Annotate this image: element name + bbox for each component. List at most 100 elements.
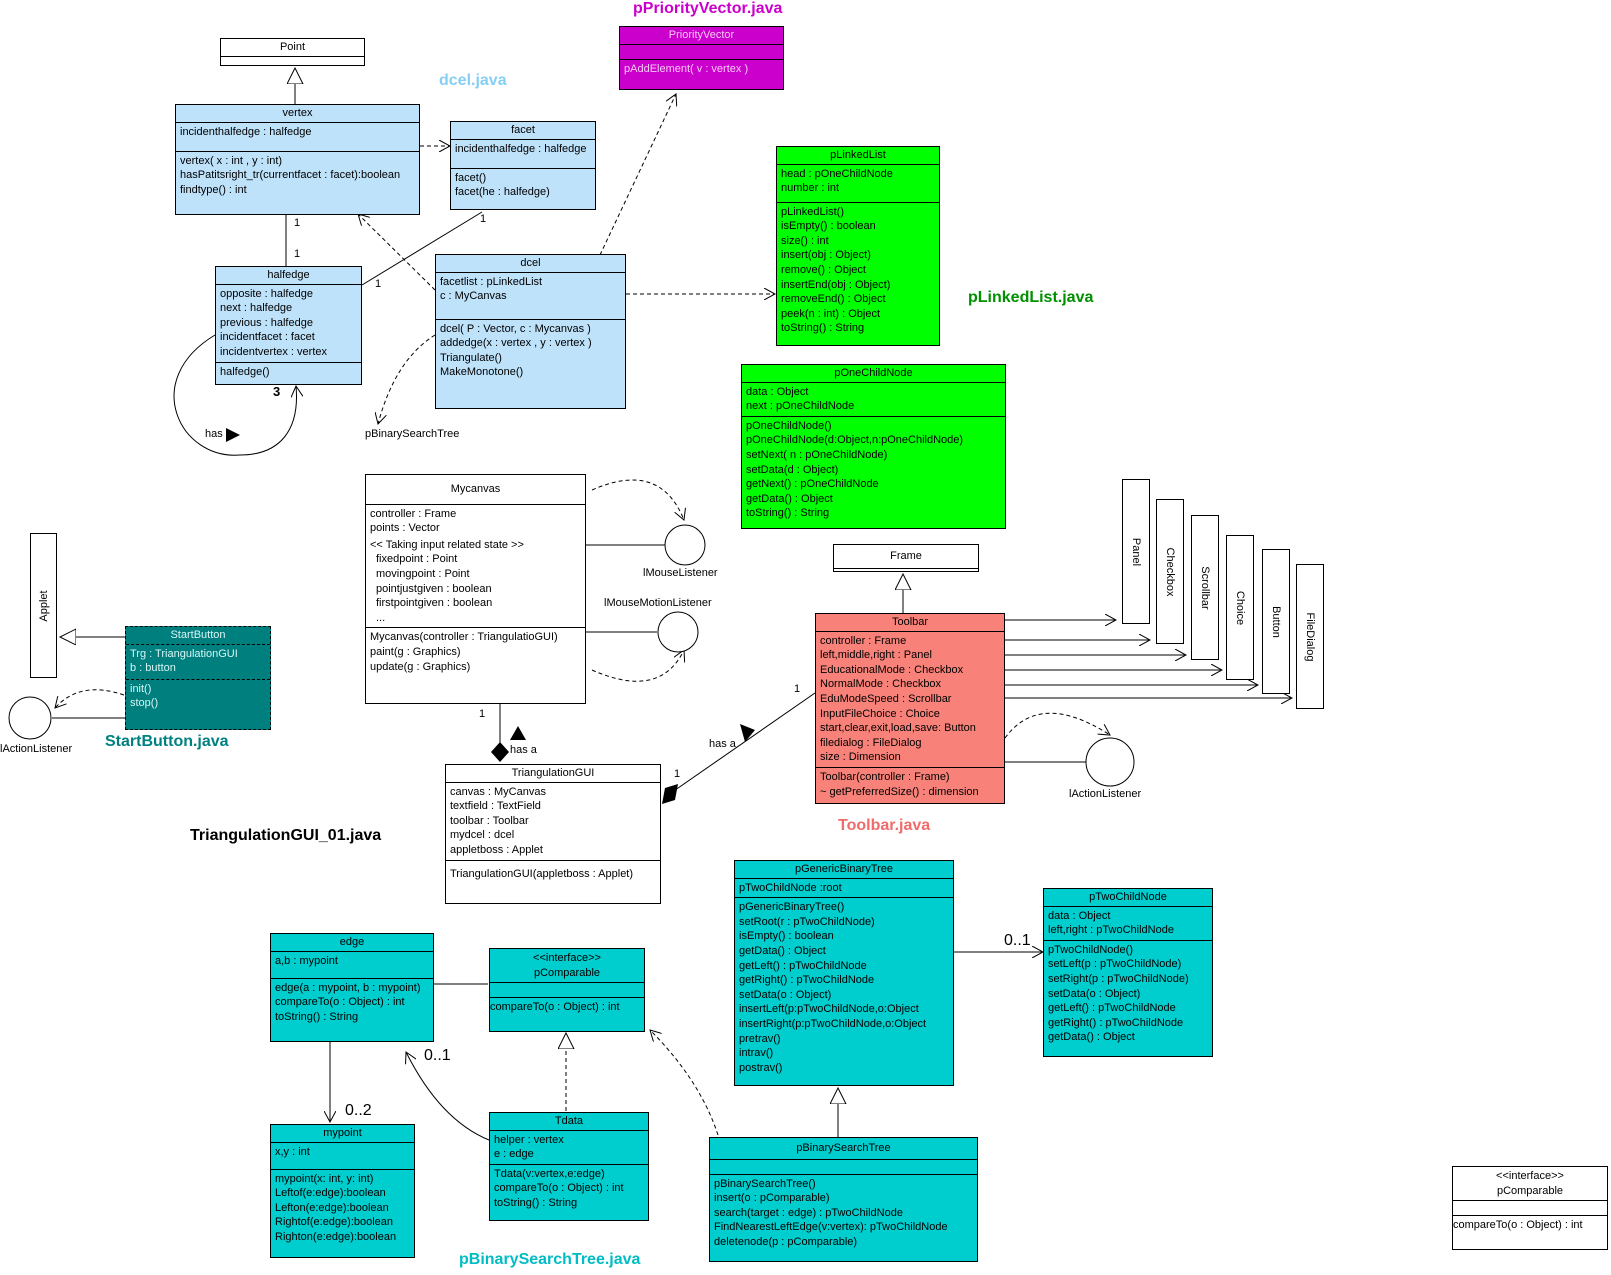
method: edge(a : mypoint, b : mypoint) bbox=[275, 981, 421, 994]
method: dcel( P : Vector, c : Mycanvas ) bbox=[440, 322, 591, 335]
attribute: EducationalMode : Checkbox bbox=[820, 663, 964, 676]
mult-vertex-halfedge-top: 1 bbox=[294, 217, 301, 229]
methods-section: pGenericBinaryTree()setRoot(r : pTwoChil… bbox=[735, 898, 953, 1077]
methods-section: compareTo(o : Object) : int bbox=[1453, 1216, 1607, 1235]
method: insertLeft(p:pTwoChildNode,o:Object bbox=[739, 1003, 919, 1016]
class-name: pComparable bbox=[1496, 1184, 1564, 1197]
class-point: Point bbox=[220, 38, 365, 66]
file-title-toolbar: Toolbar.java bbox=[838, 817, 931, 834]
class-name: Mycanvas bbox=[366, 475, 585, 505]
file-title-priority-vector: pPriorityVector.java bbox=[633, 0, 783, 17]
attribute: mydcel : dcel bbox=[450, 829, 515, 842]
awt-button: Button bbox=[1262, 549, 1290, 694]
method: isEmpty() : boolean bbox=[739, 930, 834, 943]
attribute: c : MyCanvas bbox=[440, 290, 507, 303]
awt-choice: Choice bbox=[1226, 535, 1254, 680]
method: compareTo(o : Object) : int bbox=[494, 1182, 624, 1195]
method: compareTo(o : Object) : int bbox=[490, 1001, 620, 1014]
class-name: pComparable bbox=[533, 966, 601, 979]
method: toString() : String bbox=[781, 322, 865, 335]
file-title-binary-search-tree: pBinarySearchTree.java bbox=[459, 1251, 641, 1268]
method: pGenericBinaryTree() bbox=[739, 901, 845, 914]
attributes-section: incidenthalfedge : halfedge bbox=[451, 140, 595, 169]
attribute: data : Object bbox=[1048, 909, 1111, 922]
method: deletenode(p : pComparable) bbox=[714, 1235, 858, 1248]
class-pcomparable-standalone: <<interface>> pComparable compareTo(o : … bbox=[1452, 1166, 1608, 1250]
attributes-section bbox=[490, 983, 644, 999]
attributes-section: controller : Frame left,middle,right : Pa… bbox=[816, 632, 1004, 768]
method: hasPatitsright_tr(currentfacet : facet):… bbox=[180, 169, 401, 182]
class-name: Frame bbox=[834, 545, 978, 569]
method: init() bbox=[130, 682, 152, 695]
method: setData(d : Object) bbox=[746, 463, 839, 476]
attribute: toolbar : Toolbar bbox=[450, 814, 529, 827]
attribute: points : Vector bbox=[370, 522, 440, 535]
awt-panel: Panel bbox=[1122, 479, 1150, 624]
class-name: mypoint bbox=[271, 1125, 414, 1143]
awt-applet: Applet bbox=[30, 533, 57, 678]
method: facet() bbox=[455, 171, 487, 184]
methods-section: compareTo(o : Object) : int bbox=[490, 998, 644, 1017]
attribute: controller : Frame bbox=[820, 634, 907, 647]
methods-section: vertex( x : int , y : int) hasPatitsright… bbox=[176, 152, 419, 200]
method: getData() : Object bbox=[746, 492, 833, 505]
awt-scrollbar: Scrollbar bbox=[1191, 515, 1219, 660]
attribute: incidentfacet : facet bbox=[220, 331, 315, 344]
mult-mycanvas-gui: 1 bbox=[479, 708, 486, 720]
method: update(g : Graphics) bbox=[370, 660, 471, 673]
file-title-dcel: dcel.java bbox=[439, 72, 507, 89]
method: getData() : Object bbox=[739, 944, 826, 957]
method: intrav() bbox=[739, 1047, 774, 1060]
method: vertex( x : int , y : int) bbox=[180, 154, 283, 167]
method: setRight(p : pTwoChildNode) bbox=[1048, 972, 1189, 985]
attribute: data : Object bbox=[746, 385, 809, 398]
interface-mouse-motion-listener: lMouseMotionListener bbox=[604, 597, 712, 609]
method: pTwoChildNode() bbox=[1048, 943, 1133, 956]
methods-section: Toolbar(controller : Frame)~ getPreferre… bbox=[816, 768, 1004, 801]
attributes-section: a,b : mypoint bbox=[271, 952, 433, 979]
class-name: dcel bbox=[436, 255, 625, 273]
mult-tree-node: 0..1 bbox=[1004, 932, 1031, 949]
class-pbinarysearchtree: pBinarySearchTree pBinarySearchTree()ins… bbox=[709, 1137, 978, 1262]
stereotype: <<interface>> bbox=[1496, 1170, 1564, 1182]
methods-section: pTwoChildNode()setLeft(p : pTwoChildNode… bbox=[1044, 941, 1212, 1047]
methods-section: TriangulationGUI(appletboss : Applet) bbox=[446, 861, 660, 884]
label-has-a-toolbar: has a bbox=[709, 738, 736, 750]
method: compareTo(o : Object) : int bbox=[1453, 1219, 1583, 1232]
class-name: Tdata bbox=[490, 1113, 648, 1131]
attribute: textfield : TextField bbox=[450, 800, 541, 813]
awt-applet-label: Applet bbox=[37, 589, 50, 622]
class-pgenericbinarytree: pGenericBinaryTree pTwoChildNode :root p… bbox=[734, 860, 954, 1086]
method: FindNearestLeftEdge(v:vertex): pTwoChild… bbox=[714, 1221, 948, 1234]
method: setRoot(r : pTwoChildNode) bbox=[739, 915, 875, 928]
method: search(target : edge) : pTwoChildNode bbox=[714, 1206, 903, 1219]
attribute: left,middle,right : Panel bbox=[820, 649, 932, 662]
attribute: ... bbox=[376, 611, 386, 624]
attribute: Trg : TriangulationGUI bbox=[130, 647, 238, 660]
mult-halfedge-self: 3 bbox=[273, 384, 281, 399]
attribute: size : Dimension bbox=[820, 751, 901, 764]
mult-gui-side: 1 bbox=[674, 768, 681, 780]
method: toString() : String bbox=[746, 507, 830, 520]
label-has-a-mycanvas: has a bbox=[510, 744, 537, 756]
attribute: helper : vertex bbox=[494, 1133, 564, 1146]
class-facet: facet incidenthalfedge : halfedge facet(… bbox=[450, 121, 596, 210]
class-name: Toolbar bbox=[816, 614, 1004, 632]
mult-tdata-edge: 0..1 bbox=[424, 1047, 451, 1064]
mult-toolbar-side: 1 bbox=[794, 683, 801, 695]
method: insert(obj : Object) bbox=[781, 249, 871, 262]
mult-facet-halfedge-bottom: 1 bbox=[375, 278, 382, 290]
interface-action-listener-start: lActionListener bbox=[0, 743, 73, 755]
label-binary-search-tree-ref: pBinarySearchTree bbox=[365, 428, 460, 440]
